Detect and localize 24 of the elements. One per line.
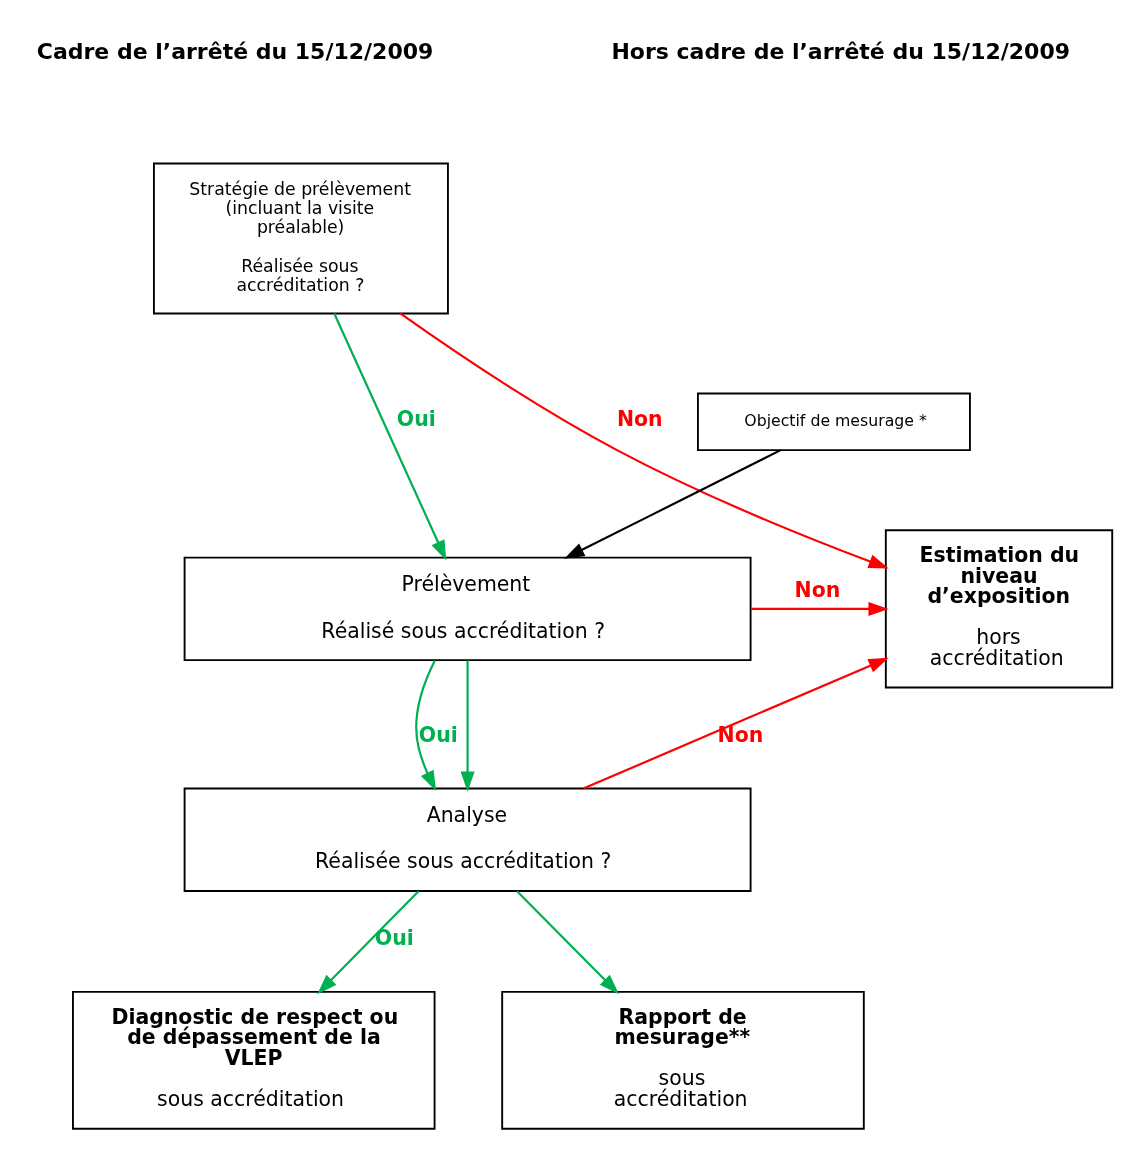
arrow [516,889,619,994]
arrow [415,659,437,791]
edge-label: Non [717,722,764,747]
edge-label: Oui [374,925,414,950]
arrow [583,657,889,789]
arrow [751,601,889,616]
node-box: Stratégie de prélèvement (incluant la visite préalable) Réalisée sous accréditation ? [152,162,449,314]
node-box: Estimation du niveau d’exposition hors accréditation [884,528,1114,688]
edge-label: Non [794,577,841,602]
edge-label: Non [616,406,663,431]
node-box: Diagnostic de respect ou de dépassement de la VLEP sous accréditation [72,990,436,1130]
node-box: Objectif de mesurage * [697,392,971,451]
node-box: Prélèvement Réalisé sous accréditation ? [183,556,752,661]
edge-label: Oui [418,722,458,747]
arrow [333,312,447,561]
label: Cadre de l’arrêté du 15/12/2009 [36,38,434,64]
arrow [564,448,782,559]
arrow [460,659,475,792]
edge-label: Oui [396,406,436,431]
node-box: Analyse Réalisée sous accréditation ? [183,787,752,892]
node-box: Rapport de mesurage** sous accréditation [501,990,865,1130]
label: Hors cadre de l’arrêté du 15/12/2009 [611,38,1071,64]
arrow [317,889,420,994]
arrow [399,312,889,569]
